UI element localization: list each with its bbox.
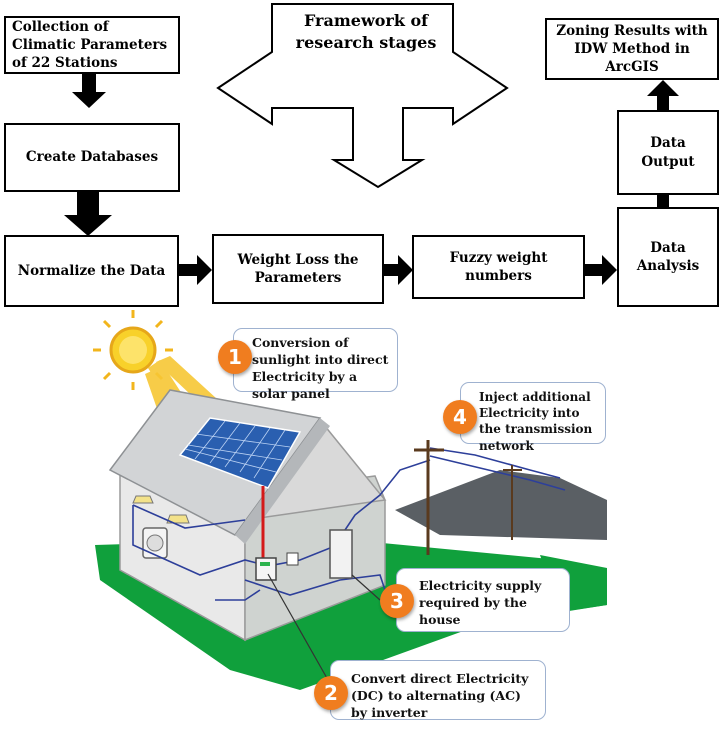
badge-3: 3 [380,584,414,618]
arrow-collection-to-db [72,73,106,108]
box-fuzzy: Fuzzy weight numbers [412,235,585,299]
box-weight-loss: Weight Loss the Parameters [212,234,384,304]
framework-arrow-shape [216,3,509,189]
solar-panel [178,417,302,489]
badge-1: 1 [218,340,252,374]
arrow-output-to-zoning [647,80,679,110]
callout-3: Electricity supply required by the house [396,568,570,632]
callout-4: Inject additional Electricity into the t… [460,382,606,453]
arrow-fuzzy-to-analysis [585,255,617,285]
meter-icon [286,552,299,566]
arrow-normalize-to-weight [178,255,212,285]
callout-2: Convert direct Electricity (DC) to alter… [330,660,546,720]
utility-pole-icon [414,440,522,555]
box-collection: Collection of Climatic Parameters of 22 … [4,16,180,74]
arrow-weight-to-fuzzy [383,255,413,285]
inverter-icon [255,557,277,581]
box-normalize: Normalize the Data [4,235,179,307]
arrow-db-to-normalize [64,192,112,236]
box-data-analysis: Data Analysis [617,207,719,307]
framework-title: Framework of research stages [295,11,437,53]
box-data-output: Data Output [617,110,719,195]
badge-4: 4 [443,400,477,434]
flowchart-arrows [64,3,679,285]
callout-1: Conversion of sunlight into direct Elect… [233,328,398,401]
badge-2: 2 [314,676,348,710]
breaker-panel-icon [329,529,353,579]
box-zoning: Zoning Results with IDW Method in ArcGIS [545,18,719,80]
box-create-databases: Create Databases [4,123,180,192]
